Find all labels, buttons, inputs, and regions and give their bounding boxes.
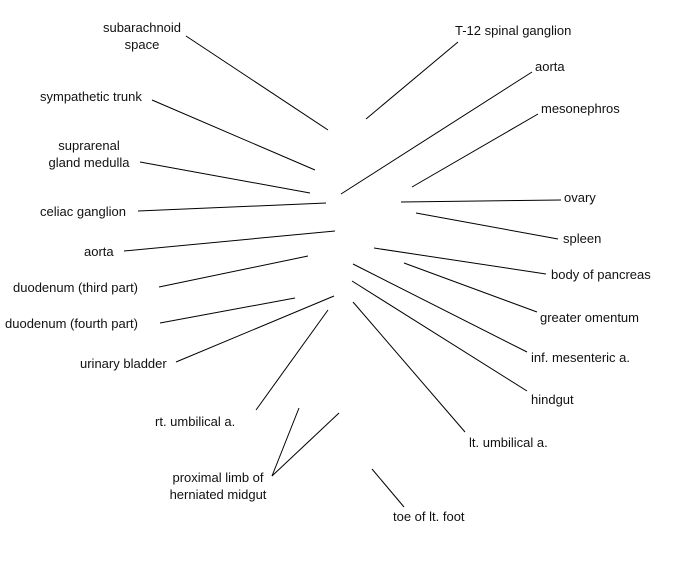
leader-urinary-bladder bbox=[175, 295, 335, 363]
label-duodenum-fourth-part: duodenum (fourth part) bbox=[5, 316, 138, 331]
leader-aorta-left bbox=[123, 230, 336, 252]
label-inf-mesenteric-a: inf. mesenteric a. bbox=[531, 350, 630, 365]
label-subarachnoid-space: subarachnoid space bbox=[102, 20, 182, 52]
label-ovary: ovary bbox=[564, 190, 596, 205]
label-body-of-pancreas: body of pancreas bbox=[551, 267, 651, 282]
label-suprarenal-gland-medulla: suprarenal gland medulla bbox=[48, 138, 130, 170]
leader-t12-spinal-ganglion bbox=[365, 41, 459, 120]
leader-suprarenal-gland-medulla bbox=[139, 161, 311, 194]
leader-ovary bbox=[400, 199, 562, 203]
leader-body-of-pancreas bbox=[373, 247, 547, 275]
label-spleen: spleen bbox=[563, 231, 602, 246]
label-mesonephros: mesonephros bbox=[541, 101, 620, 116]
leader-spleen bbox=[415, 212, 559, 240]
leader-lt-umbilical-a bbox=[352, 301, 466, 433]
label-duodenum-third-part: duodenum (third part) bbox=[13, 280, 139, 295]
label-sympathetic-trunk: sympathetic trunk bbox=[40, 89, 142, 104]
leader-celiac-ganglion bbox=[137, 202, 327, 212]
label-aorta-right: aorta bbox=[535, 59, 565, 74]
leader-sympathetic-trunk bbox=[151, 99, 316, 171]
leader-rt-umbilical-a bbox=[255, 309, 329, 411]
label-hindgut: hindgut bbox=[531, 392, 574, 407]
leader-hindgut bbox=[351, 280, 528, 392]
leader-greater-omentum bbox=[403, 262, 538, 313]
label-celiac-ganglion: celiac ganglion bbox=[40, 204, 127, 219]
label-t12-spinal-ganglion: T-12 spinal ganglion bbox=[455, 23, 572, 38]
leader-duodenum-fourth bbox=[159, 297, 296, 324]
label-greater-omentum: greater omentum bbox=[540, 310, 639, 325]
leader-mesonephros bbox=[411, 113, 539, 188]
leader-proximal-limb-b bbox=[271, 412, 340, 477]
label-toe-of-lt-foot: toe of lt. foot bbox=[393, 509, 465, 524]
leader-toe-of-lt-foot bbox=[371, 468, 405, 508]
label-proximal-limb-herniated-midgut: proximal limb of herniated midgut bbox=[169, 470, 267, 502]
label-lt-umbilical-a: lt. umbilical a. bbox=[469, 435, 548, 450]
leader-subarachnoid-space bbox=[185, 35, 329, 131]
label-aorta-left: aorta bbox=[84, 244, 114, 259]
label-rt-umbilical-a: rt. umbilical a. bbox=[155, 414, 236, 429]
leader-proximal-limb-a bbox=[271, 407, 300, 477]
leader-duodenum-third bbox=[158, 255, 309, 288]
leader-inf-mesenteric-a bbox=[352, 263, 528, 353]
label-urinary-bladder: urinary bladder bbox=[80, 356, 167, 371]
leader-aorta-right bbox=[340, 71, 533, 195]
